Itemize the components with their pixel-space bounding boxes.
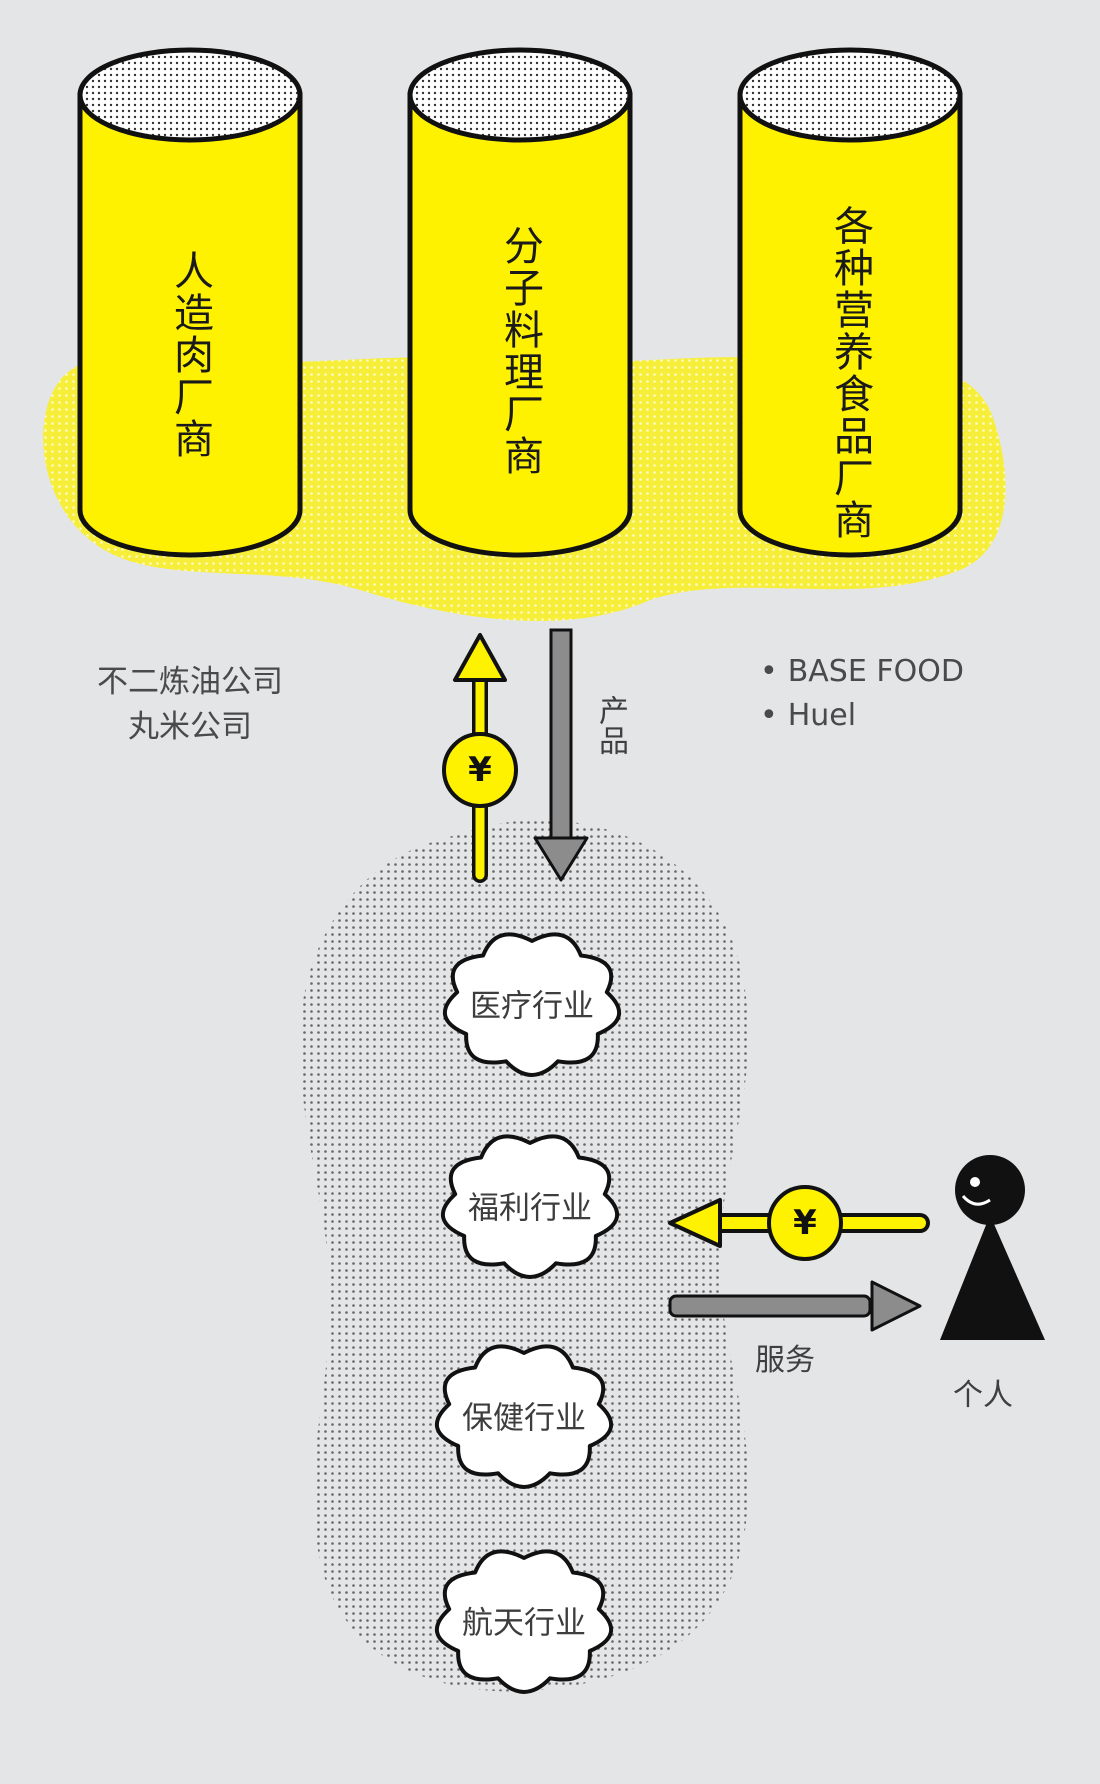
service-arrow-right bbox=[668, 1280, 922, 1332]
industry-label-aerospace: 航天行业 bbox=[462, 1605, 586, 1642]
money-arrow-left bbox=[668, 1185, 930, 1261]
bullet-icon: • bbox=[760, 698, 778, 733]
product-arrow-down bbox=[533, 628, 589, 882]
currency-icon: ¥ bbox=[468, 750, 492, 790]
company-item: 不二炼油公司 bbox=[97, 664, 283, 700]
person-icon bbox=[940, 1155, 1045, 1340]
cloud-medical bbox=[442, 932, 622, 1077]
manufacturer-label-nutrition: 各种营养食品厂商 bbox=[827, 205, 873, 541]
company-list-left: 不二炼油公司 丸米公司 bbox=[80, 660, 300, 750]
manufacturer-label-molecular: 分子料理厂商 bbox=[497, 225, 543, 477]
industry-label-healthcare: 保健行业 bbox=[462, 1400, 586, 1437]
cylinder-nutrition bbox=[737, 47, 963, 558]
service-flow-label: 服务 bbox=[755, 1343, 815, 1378]
product-flow-label: 产品 bbox=[593, 695, 628, 755]
currency-icon: ¥ bbox=[793, 1203, 817, 1243]
manufacturer-label-meat: 人造肉厂商 bbox=[167, 250, 213, 460]
company-item: 丸米公司 bbox=[128, 709, 252, 745]
cloud-aerospace bbox=[434, 1549, 614, 1694]
product-item: •BASE FOOD bbox=[760, 654, 964, 689]
product-list-right: •BASE FOOD •Huel bbox=[760, 650, 964, 738]
industry-label-welfare: 福利行业 bbox=[468, 1190, 592, 1227]
industry-label-medical: 医疗行业 bbox=[470, 988, 594, 1025]
cloud-welfare bbox=[440, 1134, 620, 1279]
money-arrow-up bbox=[442, 633, 518, 883]
product-item: •Huel bbox=[760, 698, 857, 733]
person-label: 个人 bbox=[953, 1378, 1013, 1413]
bullet-icon: • bbox=[760, 654, 778, 689]
cylinder-molecular bbox=[407, 47, 633, 558]
cloud-healthcare bbox=[434, 1344, 614, 1489]
cylinder-meat bbox=[77, 47, 303, 558]
